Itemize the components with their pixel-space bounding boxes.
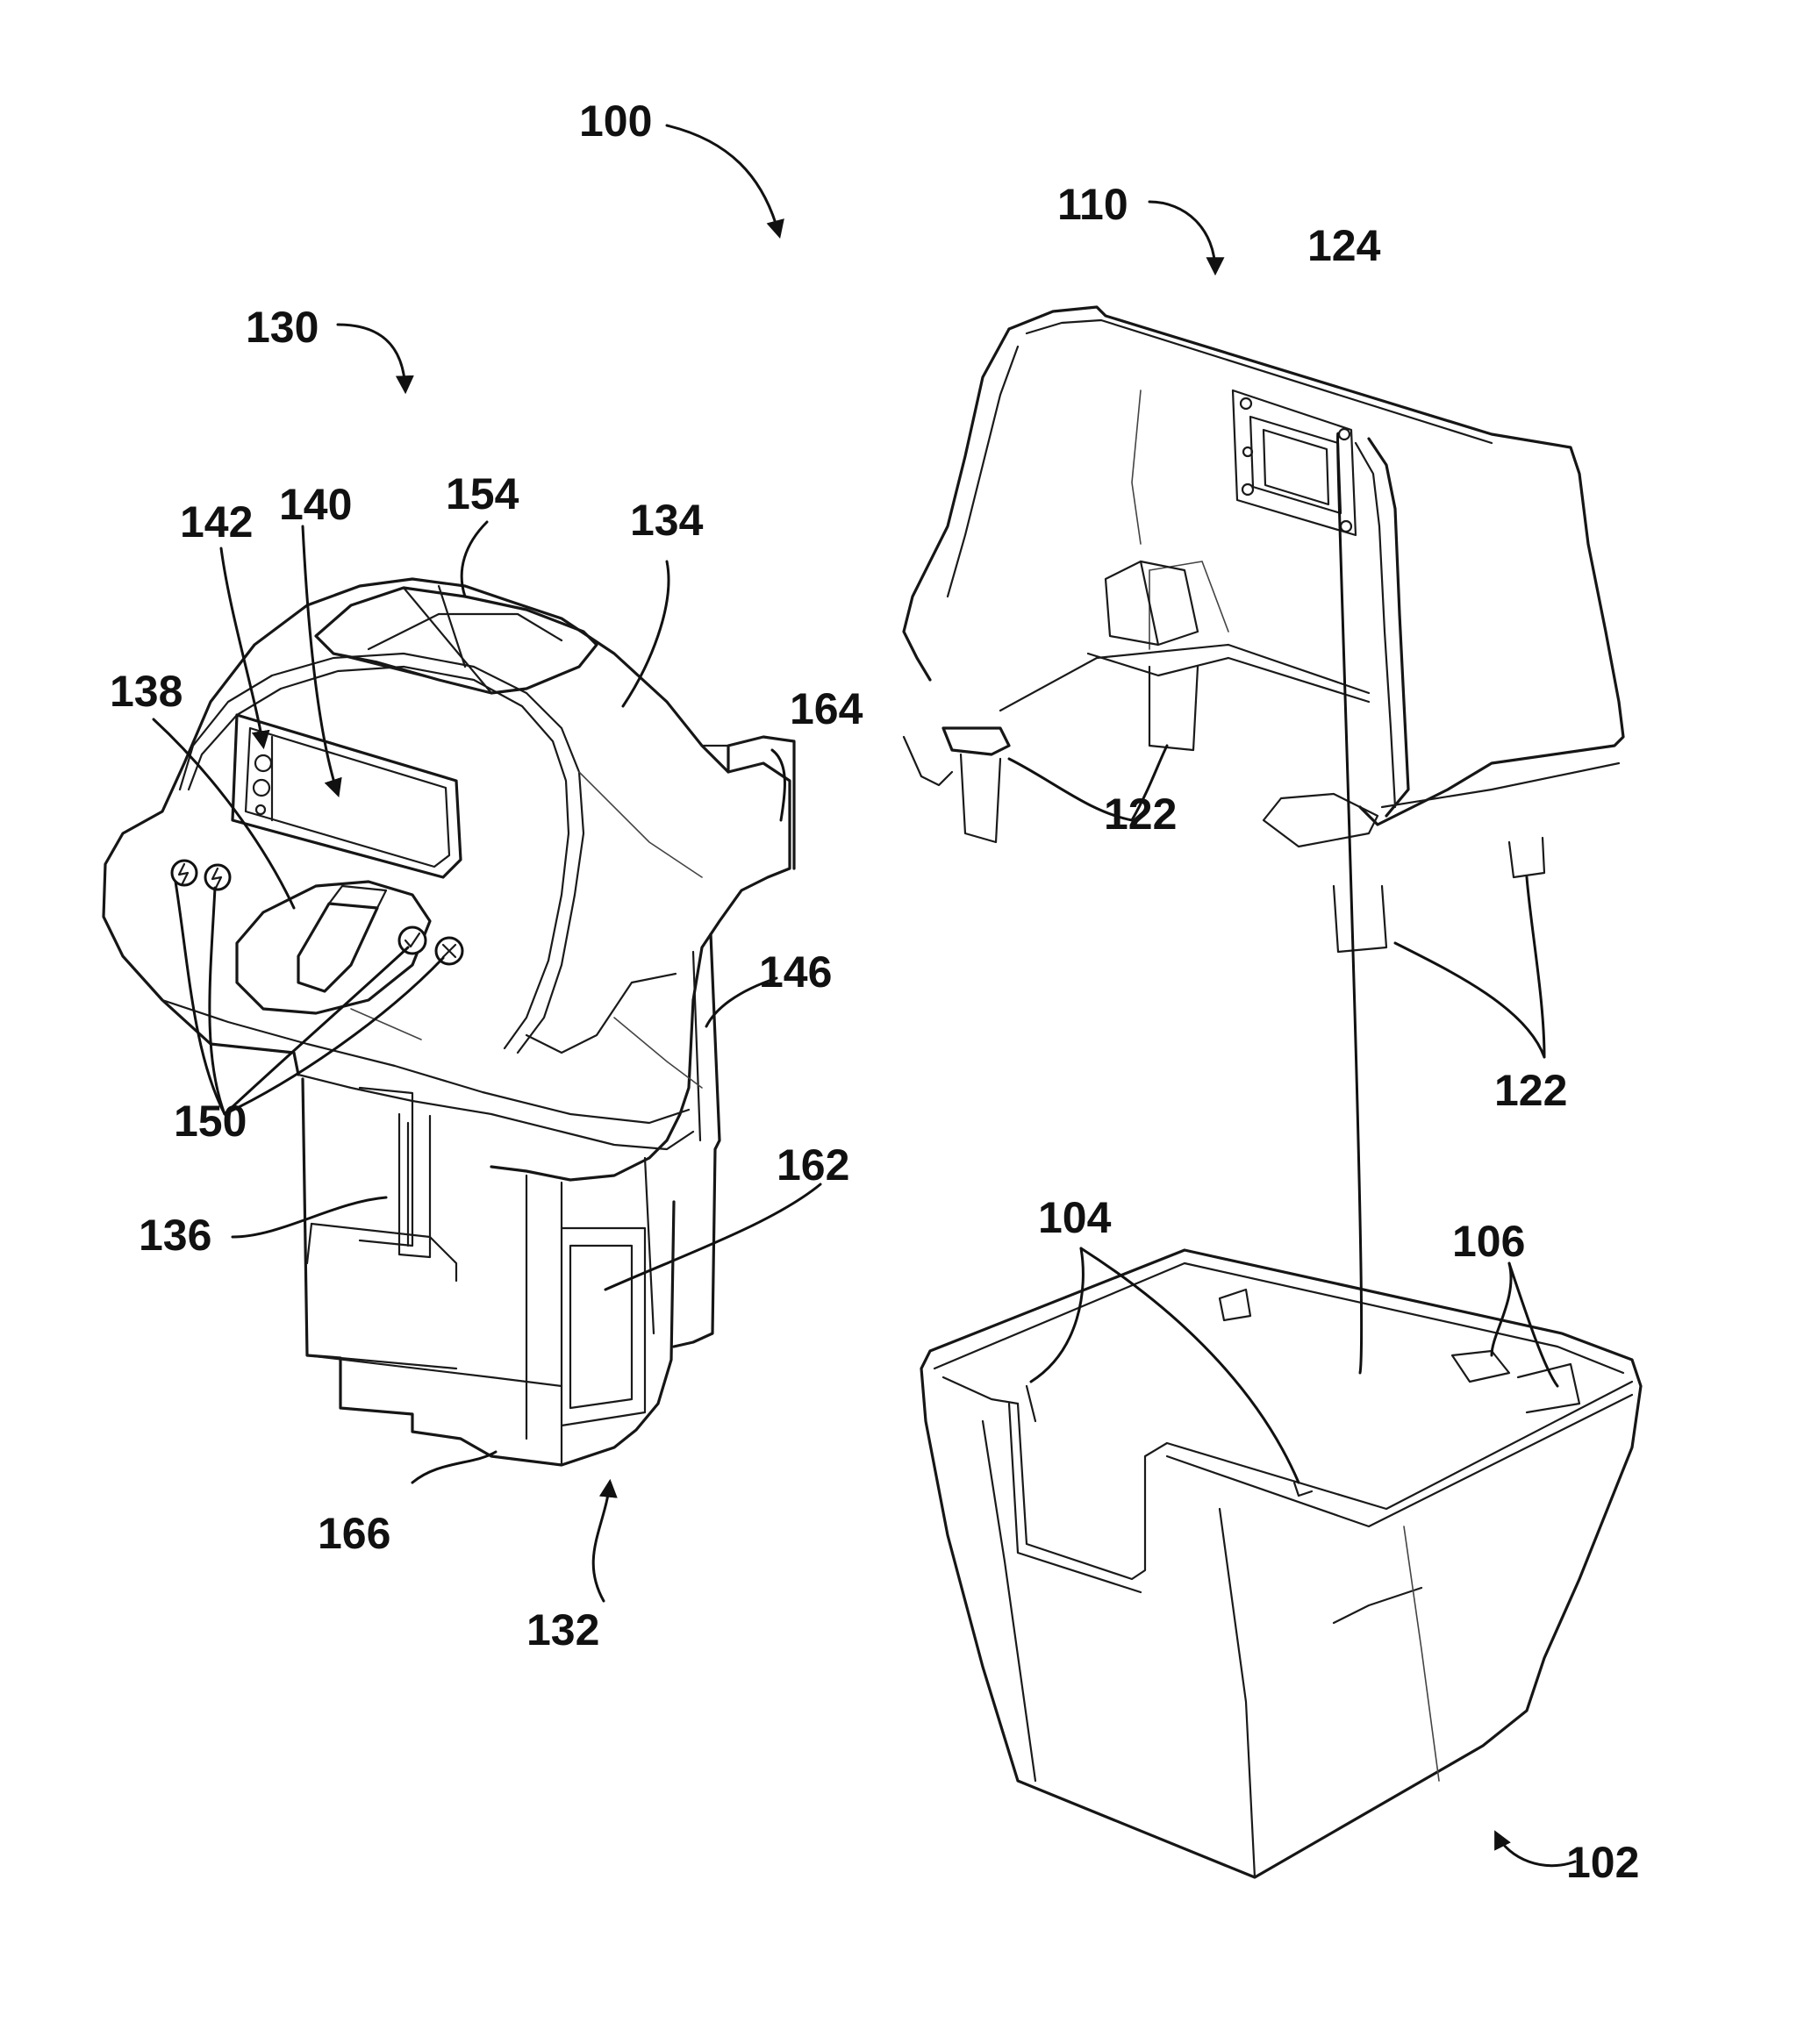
label-150: 150: [174, 1097, 247, 1146]
label-100: 100: [579, 96, 652, 146]
label-164: 164: [790, 684, 863, 733]
label-106: 106: [1452, 1217, 1525, 1266]
base-drawing: [921, 1250, 1641, 1877]
label-142: 142: [180, 497, 253, 547]
label-136: 136: [139, 1211, 211, 1260]
label-162: 162: [777, 1140, 849, 1190]
label-154: 154: [446, 469, 519, 518]
label-104: 104: [1038, 1193, 1112, 1242]
label-122-front: 122: [1104, 790, 1177, 839]
label-102: 102: [1566, 1838, 1639, 1887]
label-110: 110: [1057, 180, 1128, 229]
lid-drawing: [904, 307, 1623, 952]
label-132: 132: [526, 1605, 599, 1654]
label-138: 138: [110, 667, 183, 716]
label-146: 146: [759, 947, 832, 997]
module-drawing: [104, 579, 794, 1465]
label-124: 124: [1307, 221, 1381, 270]
label-140: 140: [279, 480, 352, 529]
reference-labels: 100 130 110 124 142 140 154 134 138 164 …: [110, 96, 1639, 1887]
label-122-rear: 122: [1494, 1066, 1567, 1115]
label-130: 130: [246, 303, 319, 352]
label-134: 134: [630, 496, 704, 545]
label-166: 166: [318, 1509, 390, 1558]
leader-lines: [154, 125, 1575, 1866]
